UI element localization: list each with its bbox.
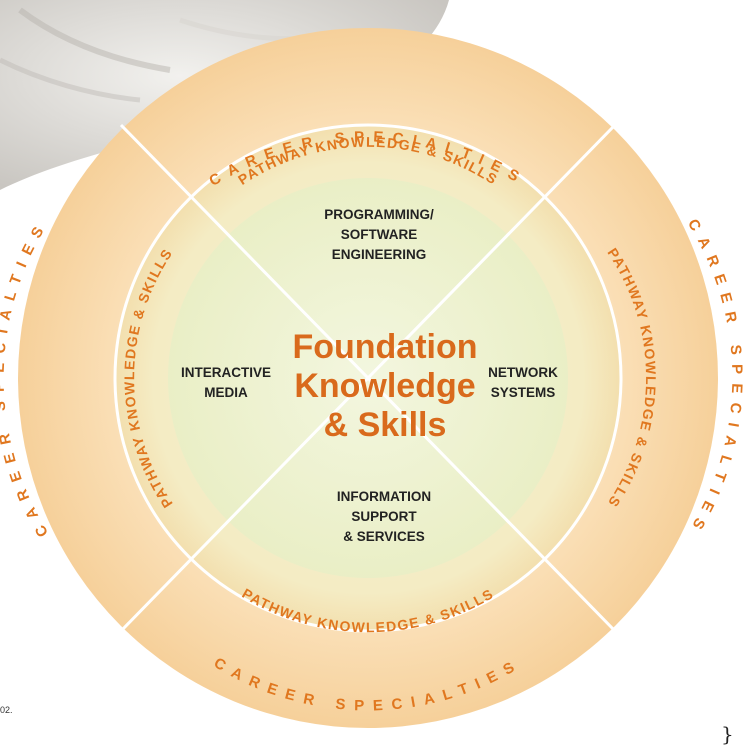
quadrant-bottom-line-1: INFORMATION xyxy=(337,489,431,504)
margin-note: 02. xyxy=(0,705,13,715)
quadrant-bottom-line-2: SUPPORT xyxy=(351,509,417,524)
quadrant-top-line-3: ENGINEERING xyxy=(332,247,427,262)
quadrant-top-line-2: SOFTWARE xyxy=(341,227,418,242)
middle-ring-border xyxy=(113,123,623,633)
quadrant-right: NETWORK SYSTEMS xyxy=(488,365,558,400)
quadrant-left-line-1: INTERACTIVE xyxy=(181,365,271,380)
quadrant-right-line-2: SYSTEMS xyxy=(491,385,556,400)
center-title-line-1: Foundation xyxy=(292,328,477,366)
quadrant-bottom-line-3: & SERVICES xyxy=(343,529,425,544)
quadrant-left: INTERACTIVE MEDIA xyxy=(181,365,271,400)
center-title-line-3: & Skills xyxy=(324,406,447,444)
center-title: Foundation Knowledge & Skills xyxy=(292,328,477,444)
quadrant-top-line-1: PROGRAMMING/ xyxy=(324,207,434,222)
quadrant-right-line-1: NETWORK xyxy=(488,365,558,380)
quadrant-left-line-2: MEDIA xyxy=(204,385,248,400)
quadrant-top: PROGRAMMING/ SOFTWARE ENGINEERING xyxy=(324,207,434,262)
corner-mark: } xyxy=(721,722,734,746)
quadrant-bottom: INFORMATION SUPPORT & SERVICES xyxy=(337,489,431,544)
quadrant-dividers xyxy=(119,123,617,633)
center-title-line-2: Knowledge xyxy=(294,367,475,405)
